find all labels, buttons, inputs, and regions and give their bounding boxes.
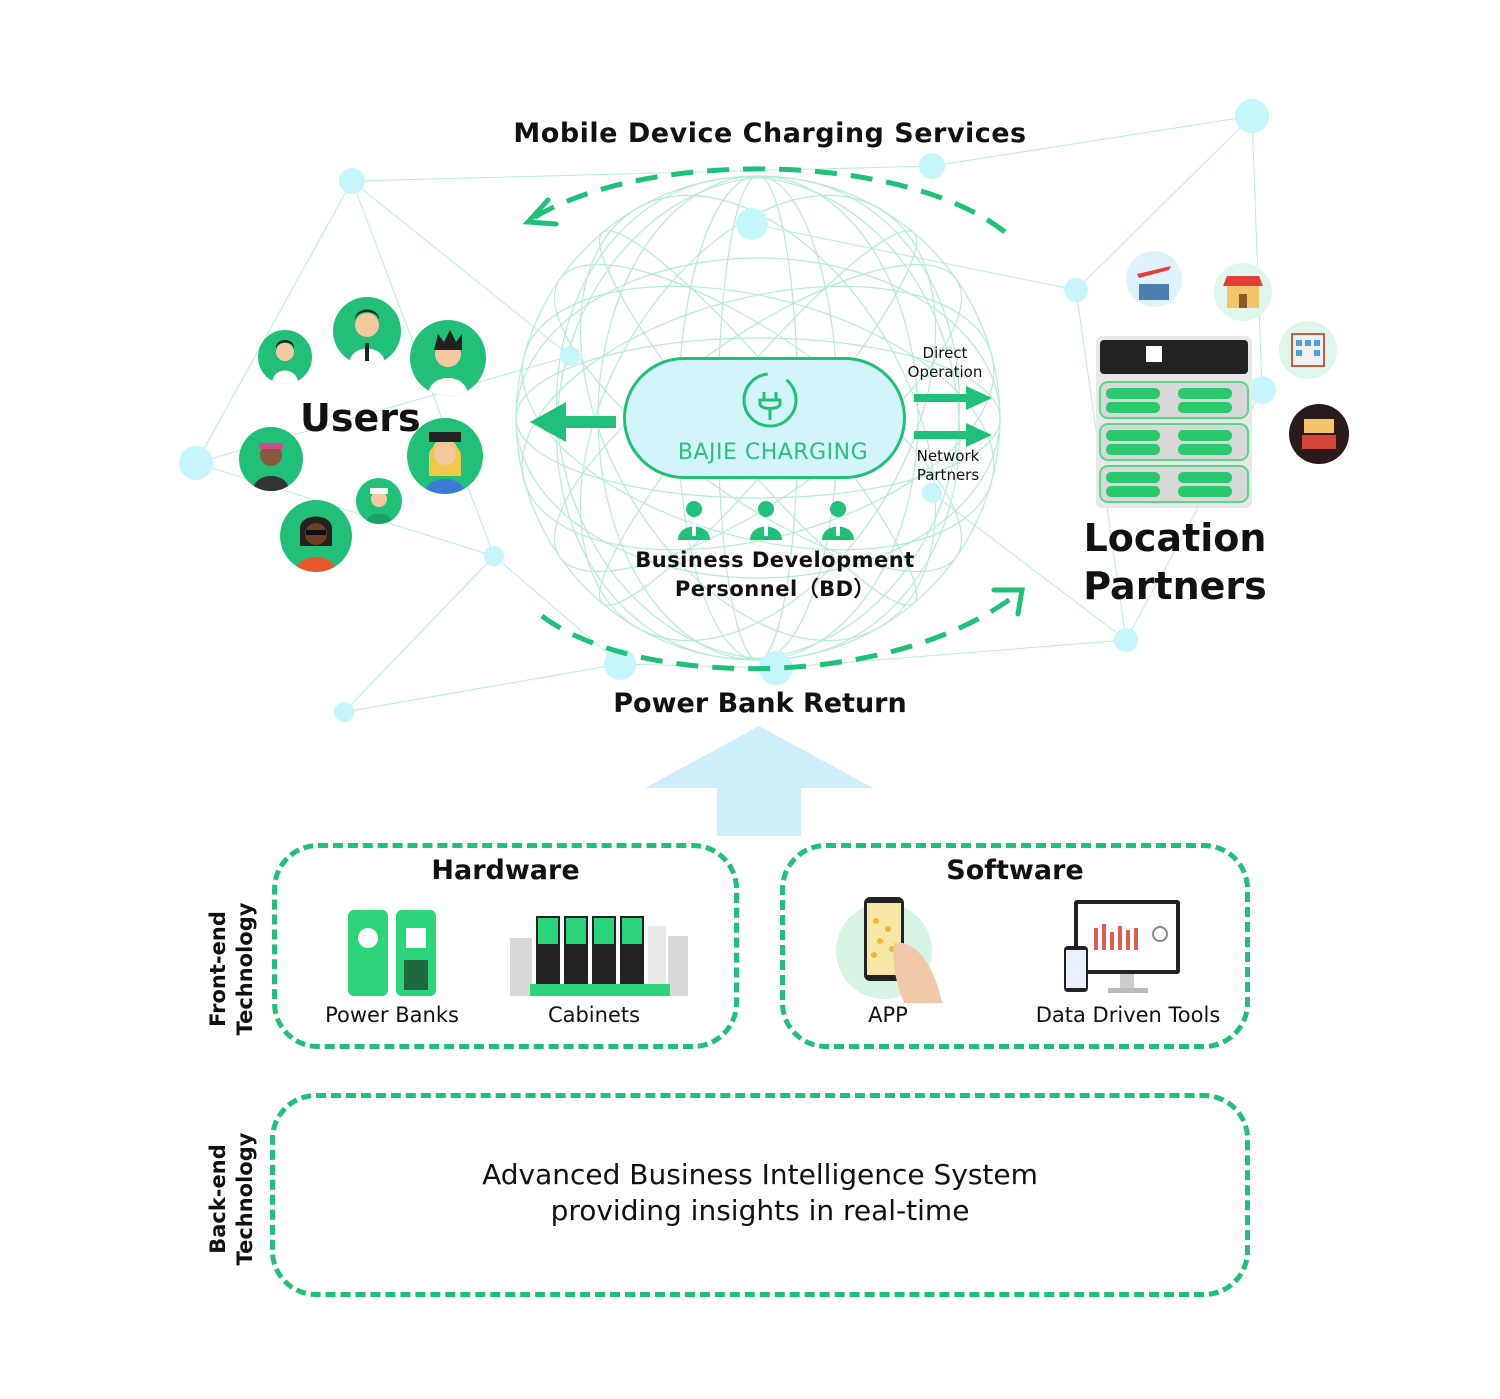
data-tools-image	[1064, 900, 1180, 993]
user-avatar	[333, 297, 401, 365]
user-avatar	[258, 330, 312, 384]
direct-arrow-shaft	[914, 394, 970, 402]
cinema-icon	[1289, 404, 1349, 464]
network-nodes	[179, 99, 1276, 722]
bottom-curved-arrow	[540, 588, 1024, 672]
user-avatar	[239, 427, 303, 491]
top-curved-arrow	[528, 166, 1007, 234]
hardware-box	[272, 843, 739, 1049]
up-arrow	[645, 726, 873, 836]
direct-arrow-head	[966, 386, 992, 410]
cabinets-image	[510, 916, 688, 996]
user-avatar	[356, 478, 402, 524]
bottom-caption: Power Bank Return	[613, 688, 907, 719]
user-avatar	[407, 418, 483, 494]
software-box	[780, 843, 1250, 1049]
brand-name: BAJIE CHARGING	[677, 440, 869, 465]
plug-icon	[742, 372, 798, 428]
users-label: Users	[300, 396, 421, 440]
top-arrow-head	[522, 197, 559, 227]
power-bank-image	[348, 910, 436, 996]
shop-icon	[1214, 263, 1272, 321]
software-title: Software	[946, 855, 1084, 886]
user-avatar	[410, 320, 486, 396]
hardware-title: Hardware	[431, 855, 580, 886]
app-label: APP	[868, 1003, 908, 1027]
top-caption: Mobile Device Charging Services	[513, 118, 1027, 149]
bottom-arrow-head	[991, 587, 1025, 617]
backend-box	[270, 1093, 1250, 1297]
airport-icon	[1126, 251, 1182, 307]
hotel-icon	[1279, 321, 1337, 379]
power-banks-label: Power Banks	[325, 1003, 459, 1027]
network-arrow-shaft	[914, 431, 970, 439]
charging-cabinet-image	[1096, 336, 1252, 508]
bd-person-icons	[678, 501, 854, 540]
network-arrow-head	[966, 423, 992, 447]
data-tools-label: Data Driven Tools	[1035, 1003, 1221, 1027]
cabinets-label: Cabinets	[547, 1003, 641, 1027]
app-phone-image	[836, 897, 942, 1003]
user-avatar	[280, 500, 352, 572]
bajie-charging-hub	[623, 357, 906, 479]
